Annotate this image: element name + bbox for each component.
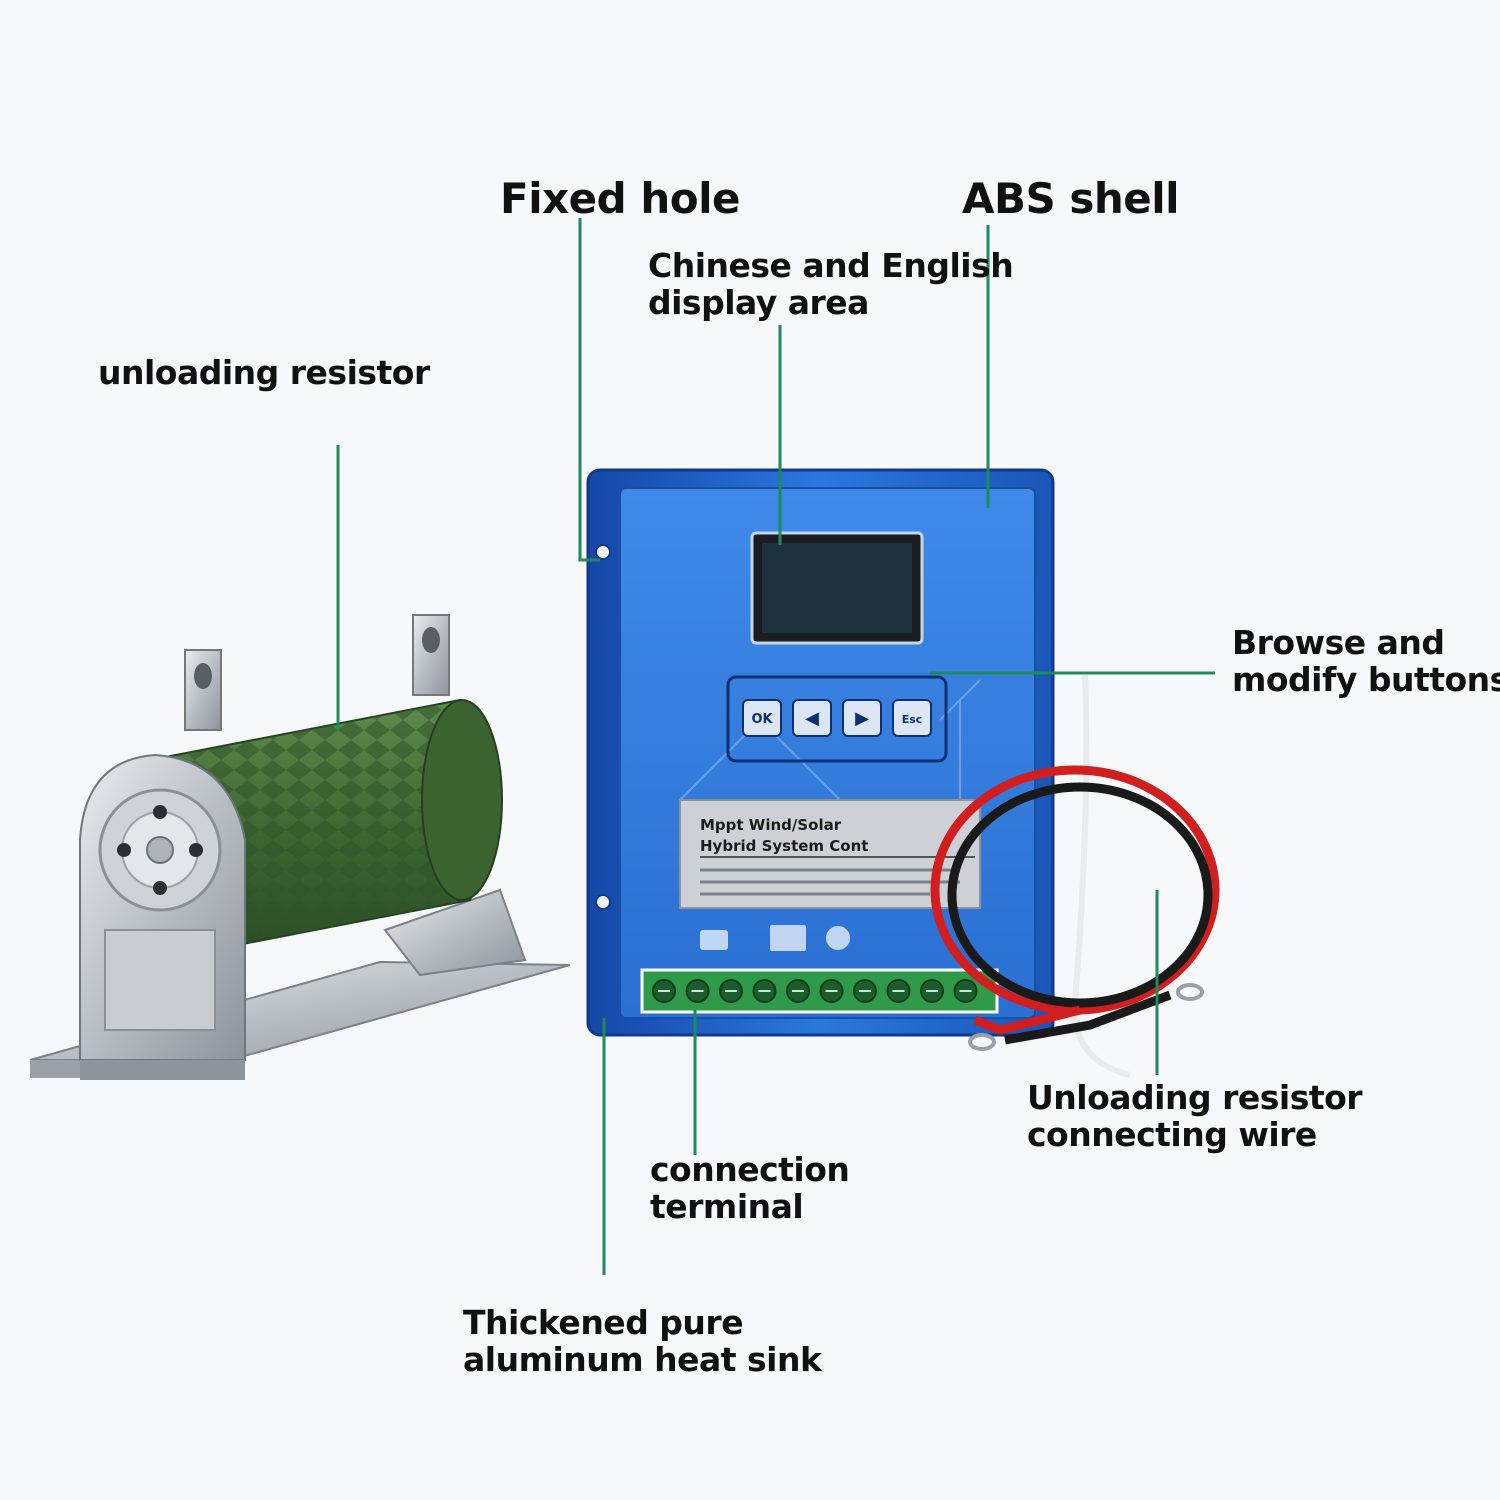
resistor-terminal-tab <box>184 649 222 731</box>
callout-buttons-line-2: modify buttons <box>1232 659 1500 699</box>
callout-display-area-line-1: Chinese and English <box>648 246 1014 285</box>
leader-fixed-hole <box>578 218 600 562</box>
callout-fixed-hole: Fixed hole <box>500 174 741 223</box>
left-button[interactable] <box>792 699 832 737</box>
callout-heat-sink-line-1: Thickened pure <box>463 1303 744 1342</box>
right-button[interactable] <box>842 699 882 737</box>
terminal-screws <box>652 979 978 1003</box>
connecting-wire-illustration <box>930 674 1220 1078</box>
callout-abs-shell: ABS shell <box>962 174 1180 223</box>
right-arrow-icon: ▶ <box>855 708 869 729</box>
unloading-resistor-illustration <box>29 614 571 1080</box>
lcd-display <box>750 531 924 645</box>
fixed-hole-marker <box>595 544 611 560</box>
controller-illustration: OK ◀ ▶ Esc Mppt Wind/Solar Hybrid System… <box>586 468 1055 1037</box>
resistor-terminal-tab <box>412 614 450 696</box>
callout-heat-sink: Thickened pure aluminum heat sink <box>463 1303 822 1379</box>
left-arrow-icon: ◀ <box>805 708 819 729</box>
callout-connecting-wire-line-1: Unloading resistor <box>1027 1078 1363 1117</box>
button-row: OK ◀ ▶ Esc <box>742 699 932 737</box>
callout-buttons: Browse and modify buttons <box>1232 623 1500 699</box>
product-label-line-1: Mppt Wind/Solar <box>700 816 842 834</box>
fixed-hole-marker <box>595 894 611 910</box>
callout-connection-terminal: connection terminal <box>650 1150 850 1226</box>
product-label-line-2: Hybrid System Cont <box>700 837 868 855</box>
callout-heat-sink-line-2: aluminum heat sink <box>463 1339 822 1379</box>
callout-connection-terminal-line-2: terminal <box>650 1186 804 1226</box>
callout-connection-terminal-line-1: connection <box>650 1150 850 1189</box>
callout-display-area-line-2: display area <box>648 282 869 322</box>
callout-unloading-resistor: unloading resistor <box>98 353 430 392</box>
callout-connecting-wire-line-2: connecting wire <box>1027 1114 1317 1154</box>
callout-connecting-wire: Unloading resistor connecting wire <box>1027 1078 1363 1154</box>
callout-display-area: Chinese and English display area <box>648 246 1014 322</box>
esc-button[interactable] <box>892 699 932 737</box>
callout-buttons-line-1: Browse and <box>1232 623 1445 662</box>
product-label <box>679 799 981 909</box>
leader-lines <box>336 218 1215 1275</box>
esc-button-label: Esc <box>902 713 923 726</box>
ok-button[interactable] <box>742 699 782 737</box>
ok-button-label: OK <box>751 712 773 727</box>
